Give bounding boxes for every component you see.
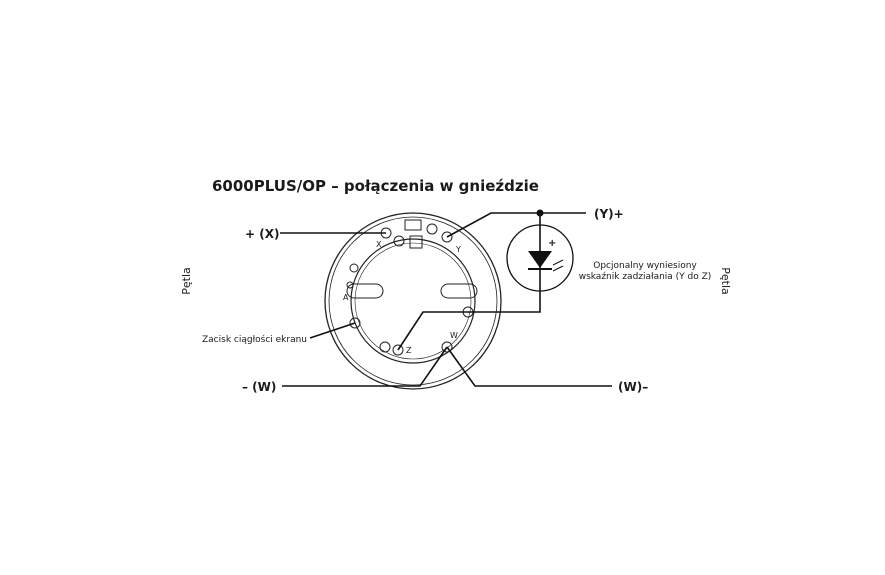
- label-w-minus-right: (W)–: [618, 380, 648, 394]
- wires: [280, 212, 612, 387]
- wire-w-left: [282, 346, 448, 387]
- svg-text:W: W: [450, 331, 458, 340]
- detector-base: [324, 212, 502, 390]
- wire-w-right: [446, 346, 612, 387]
- junction-dot: [536, 209, 544, 217]
- label-loop-right: Pętla: [719, 267, 732, 295]
- label-shield-terminal: Zacisk ciągłości ekranu: [202, 334, 307, 345]
- diagram-title: 6000PLUS/OP – połączenia w gnieździe: [212, 177, 539, 195]
- wire-y: [446, 212, 586, 238]
- terminal-letters: X Y Z W A: [343, 240, 461, 355]
- label-y-plus: (Y)+: [594, 207, 624, 221]
- svg-text:Y: Y: [455, 245, 461, 254]
- wire-shield: [309, 322, 356, 339]
- label-w-minus-left: – (W): [242, 380, 276, 394]
- svg-text:Z: Z: [406, 346, 412, 355]
- svg-text:A: A: [343, 293, 349, 302]
- led-indicator-symbol: +: [506, 224, 574, 292]
- label-x-plus: + (X): [245, 227, 279, 241]
- label-loop-left: Pętla: [180, 267, 193, 295]
- label-led-line1: Opcjonalny wyniesiony: [593, 261, 697, 271]
- svg-text:+: +: [548, 238, 556, 249]
- svg-text:X: X: [376, 240, 382, 249]
- label-led-line2: wskaźnik zadziałania (Y do Z): [579, 272, 712, 282]
